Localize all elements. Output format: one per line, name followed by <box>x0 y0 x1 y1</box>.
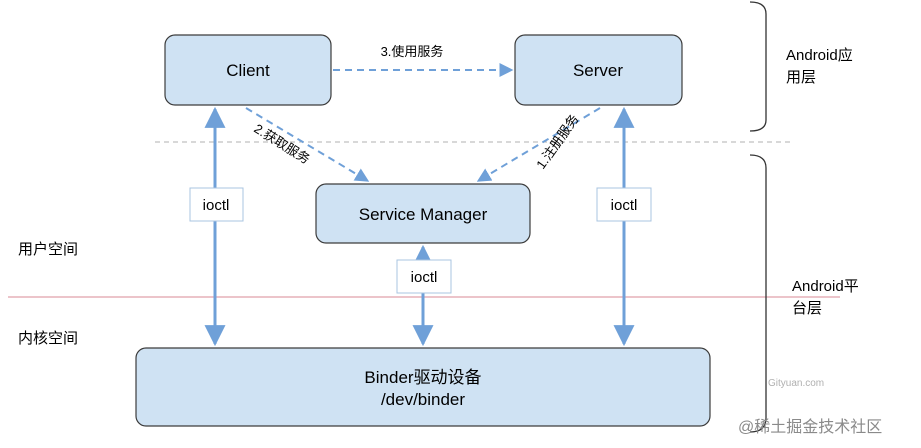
kernel-space-label: 内核空间 <box>18 330 78 347</box>
client-node: Client <box>164 34 332 106</box>
android-app-layer-brace <box>749 1 767 132</box>
android-platform-layer-brace <box>749 154 767 433</box>
binder-driver-label: Binder驱动设备 <box>364 368 481 387</box>
ioctl-middle-label: ioctl <box>411 269 438 286</box>
binder-device-path: /dev/binder <box>381 390 465 409</box>
server-node: Server <box>514 34 683 106</box>
service-manager-label: Service Manager <box>359 205 488 224</box>
register-service-arrow <box>476 107 601 182</box>
ioctl-right-box: ioctl <box>596 187 652 222</box>
service-manager-node: Service Manager <box>315 183 531 244</box>
android-app-layer-label-line2: 用层 <box>786 69 816 86</box>
android-platform-layer-label-line2: 台层 <box>792 300 822 317</box>
binder-driver-node: Binder驱动设备 /dev/binder <box>135 347 711 427</box>
server-label: Server <box>573 61 623 80</box>
get-service-arrow <box>245 107 370 182</box>
juejin-watermark: @稀土掘金技术社区 <box>738 418 882 436</box>
user-space-label: 用户空间 <box>18 241 78 258</box>
gityuan-watermark: Gityuan.com <box>768 378 824 389</box>
get-service-label: 2.获取服务 <box>251 121 312 167</box>
ioctl-left-label: ioctl <box>203 197 230 214</box>
register-service-label: 1.注册服务 <box>533 112 581 172</box>
ioctl-middle-box: ioctl <box>396 259 452 294</box>
ioctl-right-label: ioctl <box>611 197 638 214</box>
ioctl-left-box: ioctl <box>189 187 244 222</box>
client-label: Client <box>226 61 270 80</box>
android-platform-layer-label-line1: Android平 <box>792 278 859 295</box>
android-app-layer-label-line1: Android应 <box>786 46 853 64</box>
use-service-label: 3.使用服务 <box>381 44 444 59</box>
